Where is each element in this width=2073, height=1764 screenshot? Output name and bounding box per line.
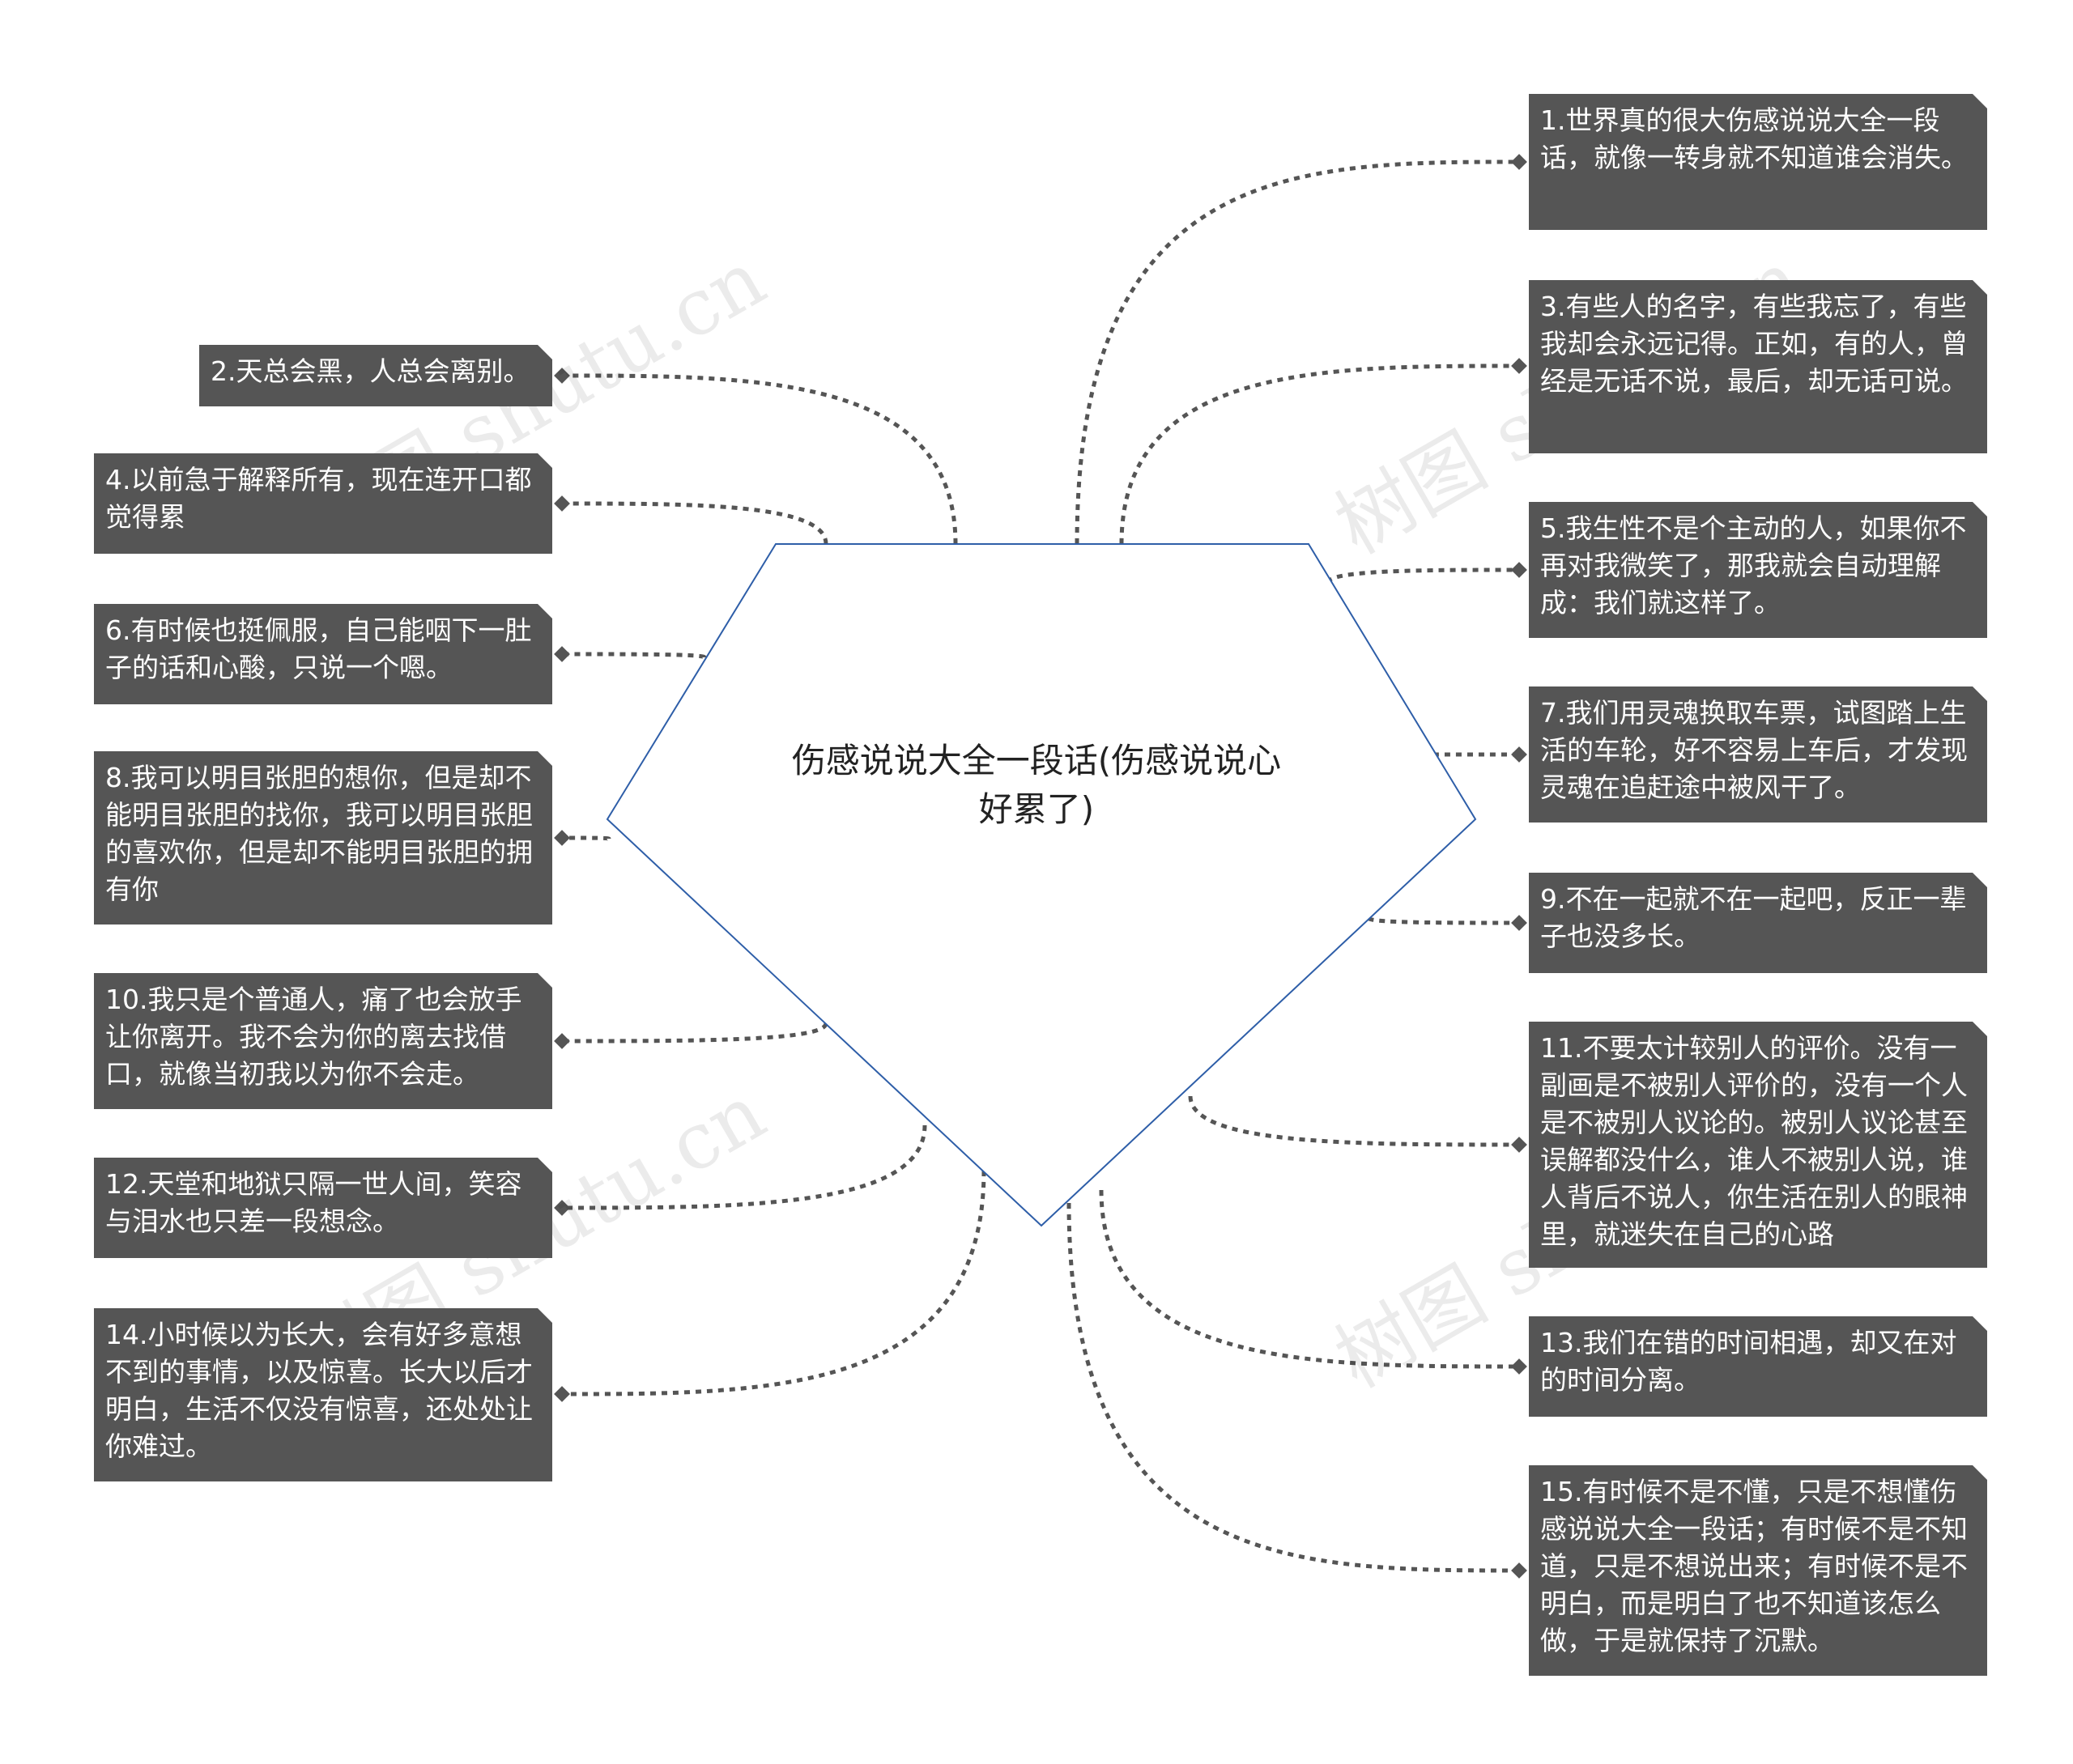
connector-line-4 xyxy=(561,501,828,545)
topic-node-12[interactable]: 12.天堂和地狱只隔一世人间，笑容与泪水也只差一段想念。 xyxy=(94,1158,552,1258)
connector-diamond-15 xyxy=(1511,1562,1527,1579)
connector-diamond-4 xyxy=(554,495,570,512)
connector-diamond-7 xyxy=(1511,746,1527,763)
connector-diamond-8 xyxy=(554,830,570,846)
topic-node-9[interactable]: 9.不在一起就不在一起吧，反正一辈子也没多长。 xyxy=(1529,873,1987,973)
topic-node-14[interactable]: 14.小时候以为长大，会有好多意想不到的事情，以及惊喜。长大以后才明白，生活不仅… xyxy=(94,1308,552,1481)
topic-node-6[interactable]: 6.有时候也挺佩服，自己能咽下一肚子的话和心酸，只说一个嗯。 xyxy=(94,604,552,704)
connector-line-1 xyxy=(1075,159,1520,545)
connector-line-14 xyxy=(561,1170,986,1396)
connector-diamond-10 xyxy=(554,1033,570,1049)
topic-node-5[interactable]: 5.我生性不是个主动的人，如果你不再对我微笑了，那我就会自动理解成：我们就这样了… xyxy=(1529,502,1987,638)
connector-line-9 xyxy=(1366,916,1520,925)
connector-diamond-9 xyxy=(1511,915,1527,931)
topic-node-15[interactable]: 15.有时候不是不懂，只是不想懂伤感说说大全一段话；有时候不是不知道，只是不想说… xyxy=(1529,1465,1987,1676)
topic-node-10[interactable]: 10.我只是个普通人，痛了也会放手让你离开。我不会为你的离去找借口，就像当初我以… xyxy=(94,973,552,1109)
connector-line-8 xyxy=(561,835,611,841)
topic-node-1[interactable]: 1.世界真的很大伤感说说大全一段话，就像一转身就不知道谁会消失。 xyxy=(1529,94,1987,230)
center-topic-title: 伤感说说大全一段话(伤感说说心好累了) xyxy=(791,741,1282,829)
connector-diamond-13 xyxy=(1511,1358,1527,1375)
connector-diamond-14 xyxy=(554,1386,570,1402)
topic-node-4[interactable]: 4.以前急于解释所有，现在连开口都觉得累 xyxy=(94,453,552,554)
center-pentagon[interactable] xyxy=(606,543,1477,1227)
connector-line-10 xyxy=(561,1022,828,1044)
connector-diamond-11 xyxy=(1511,1137,1527,1153)
connector-line-3 xyxy=(1119,363,1520,545)
connector-line-5 xyxy=(1326,567,1520,584)
connector-diamond-2 xyxy=(554,368,570,384)
connector-line-11 xyxy=(1188,1095,1520,1147)
connector-diamond-6 xyxy=(554,646,570,662)
topic-node-8[interactable]: 8.我可以明目张胆的想你，但是却不能明目张胆的找你，我可以明目张胆的喜欢你，但是… xyxy=(94,751,552,925)
connector-line-2 xyxy=(561,373,958,545)
topic-node-13[interactable]: 13.我们在错的时间相遇，却又在对的时间分离。 xyxy=(1529,1316,1987,1417)
connectors xyxy=(554,154,1527,1579)
connector-diamond-5 xyxy=(1511,562,1527,578)
connector-diamond-1 xyxy=(1511,154,1527,170)
topic-node-2[interactable]: 2.天总会黑，人总会离别。 xyxy=(199,345,552,406)
connector-line-15 xyxy=(1066,1202,1520,1573)
connector-diamond-12 xyxy=(554,1200,570,1216)
connector-line-6 xyxy=(561,652,707,660)
connector-line-12 xyxy=(561,1124,927,1210)
topic-node-7[interactable]: 7.我们用灵魂换取车票，试图踏上生活的车轮，好不容易上车后，才发现灵魂在追赶途中… xyxy=(1529,686,1987,822)
connector-diamond-3 xyxy=(1511,358,1527,374)
topic-node-3[interactable]: 3.有些人的名字，有些我忘了，有些我却会永远记得。正如，有的人，曾经是无话不说，… xyxy=(1529,280,1987,453)
connector-line-13 xyxy=(1099,1189,1520,1369)
topic-node-11[interactable]: 11.不要太计较别人的评价。没有一副画是不被别人评价的，没有一个人是不被别人议论… xyxy=(1529,1022,1987,1268)
